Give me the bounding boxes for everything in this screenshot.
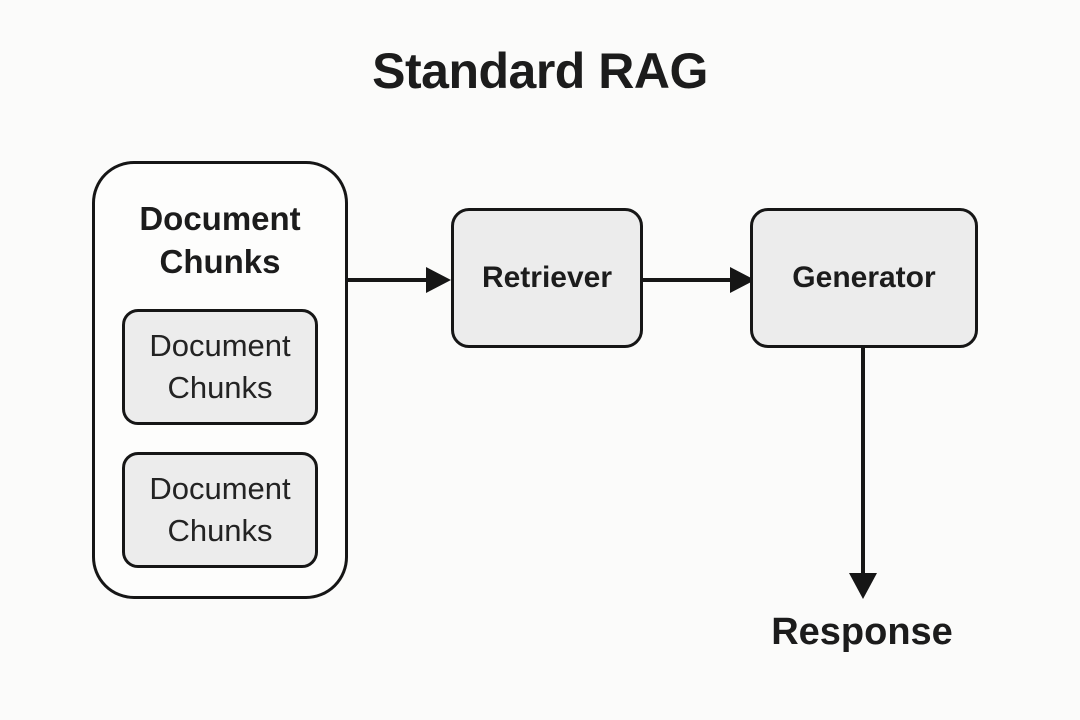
document-chunk-node: Document Chunks (122, 309, 318, 425)
document-chunks-group: Document Chunks Document Chunks Document… (92, 161, 348, 599)
document-chunk-label: Document Chunks (149, 471, 291, 548)
arrow-retriever-to-generator-line (642, 278, 732, 282)
document-chunks-group-label: Document Chunks (139, 200, 301, 280)
arrow-chunks-to-retriever-line (347, 278, 427, 282)
document-chunk-node: Document Chunks (122, 452, 318, 568)
retriever-node: Retriever (451, 208, 643, 348)
generator-label: Generator (792, 261, 936, 294)
arrow-generator-to-response-line (861, 347, 865, 575)
response-label: Response (771, 611, 953, 653)
arrow-right-icon (426, 267, 451, 293)
generator-node: Generator (750, 208, 978, 348)
arrow-down-icon (849, 573, 877, 599)
diagram-title: Standard RAG (372, 43, 708, 99)
document-chunk-label: Document Chunks (149, 328, 291, 405)
retriever-label: Retriever (481, 261, 613, 294)
